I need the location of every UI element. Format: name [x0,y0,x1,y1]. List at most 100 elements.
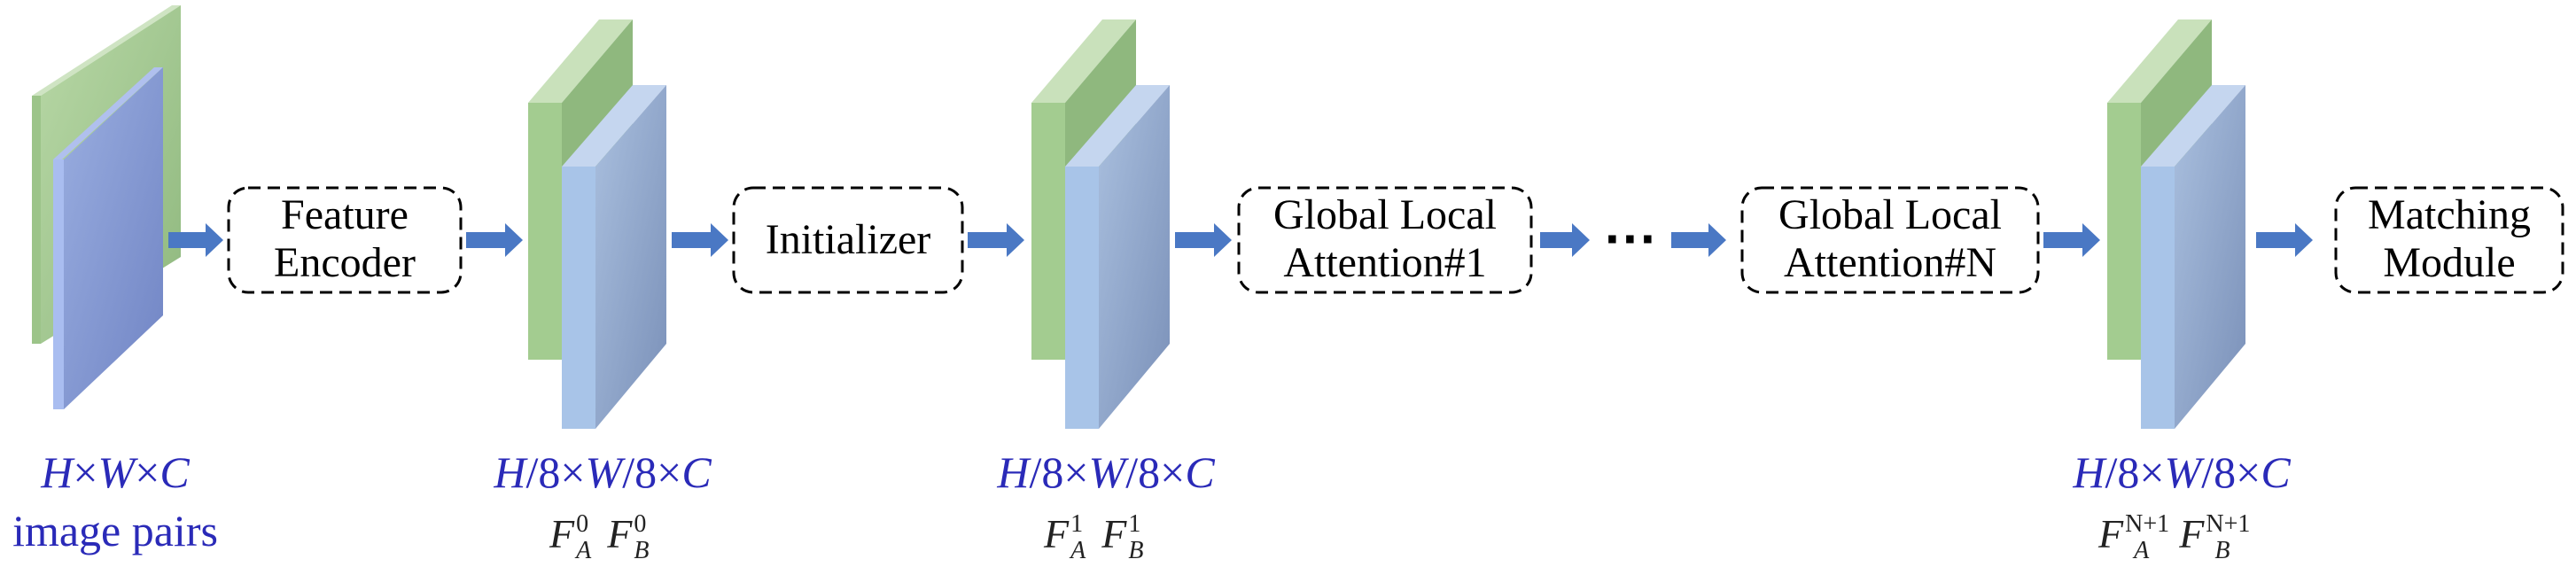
arrow-9 [2256,223,2313,257]
feature-encoder-label-1: Feature [281,191,409,238]
f1-dim-x2: × [1160,447,1185,497]
input-green-front [32,96,41,344]
fn-dim-div1: / [2105,447,2117,497]
input-blue-front [53,159,64,409]
feature-encoder-box: Feature Encoder [227,186,463,294]
fn-fa-sub: A [2132,537,2150,564]
gla-n-label-1: Global Local [1778,191,2002,238]
arrow-3 [672,223,728,257]
f0-blue-front [562,167,595,429]
gla-n-label-2: Attention#N [1784,239,1996,286]
fn-green-front [2107,103,2141,360]
f0-stack [528,19,666,429]
f0-dim-c: C [681,447,712,497]
fn-fa-sup: N+1 [2125,510,2169,538]
initializer-label: Initializer [766,216,931,263]
input-dim-label: H×W×C [40,447,190,497]
fn-stack [2107,19,2245,429]
fn-dim-x2: × [2236,447,2261,497]
input-caption: image pairs [12,506,218,555]
fn-fb-sub: B [2214,537,2230,564]
f1-fa-sub: A [1069,537,1086,564]
matching-label-1: Matching [2368,191,2531,238]
f1-dim-div2: / [1125,447,1138,497]
arrow-2 [466,223,523,257]
input-dim-x1: × [73,447,97,497]
ellipsis: ··· [1605,209,1658,268]
f0-dim-h: H [493,447,528,497]
f1-dim-div1: / [1029,447,1041,497]
f1-fa-sup: 1 [1070,510,1083,538]
f0-dim-x1: × [560,447,585,497]
input-dim-h: H [40,447,75,497]
arrow-5 [1175,223,1232,257]
f1-green-top [1031,19,1136,103]
fn-dim-x1: × [2139,447,2164,497]
f0-fb-sub: B [634,537,649,564]
fn-dim-div2: / [2201,447,2214,497]
f1-green-front [1031,103,1065,360]
f0-green-top [528,19,633,103]
fn-blue-top [2141,85,2245,167]
input-green-top [32,5,181,96]
fn-dim-label: H/8×W/8×C [2072,447,2291,497]
matching-label-2: Module [2383,239,2515,286]
fn-blue-front [2141,167,2175,429]
fn-blue-side [2175,85,2245,429]
f1-dim-w: W [1089,447,1130,497]
f1-fb-sup: 1 [1128,510,1140,538]
input-dim-c: C [160,447,190,497]
f1-dim-h: H [996,447,1031,497]
matching-module-box: Matching Module [2334,186,2564,294]
f0-dim-n1: 8 [538,447,560,497]
gla-1-box: Global Local Attention#1 [1237,186,1533,294]
f1-stack [1031,19,1170,429]
arrow-6 [1540,223,1590,257]
f1-blue-front [1065,167,1099,429]
fn-dim-n1: 8 [2117,447,2139,497]
f1-dim-x1: × [1063,447,1088,497]
f0-dim-x2: × [657,447,681,497]
f0-fa-sub: A [574,537,592,564]
initializer-box: Initializer [732,186,964,294]
arrow-7 [1671,223,1726,257]
f0-dim-w: W [586,447,626,497]
input-blue-top [53,67,163,159]
f1-blue-side [1099,85,1170,429]
f0-dim-n2: 8 [634,447,657,497]
f0-green-front [528,103,562,360]
fn-dim-c: C [2261,447,2291,497]
f0-dim-label: H/8×W/8×C [493,447,712,497]
gla-1-label-2: Attention#1 [1283,239,1486,286]
f0-blue-top [562,85,666,167]
f0-blue-side [595,85,666,429]
f1-dim-n1: 8 [1041,447,1063,497]
input-blue-side [64,67,163,409]
f0-fb-sup: 0 [634,510,646,538]
f1-fa: F [1043,511,1070,556]
arrow-4 [968,223,1024,257]
fn-fb: F [2178,511,2205,556]
f1-dim-n2: 8 [1138,447,1160,497]
gla-n-box: Global Local Attention#N [1740,186,2040,294]
f0-fb: F [606,511,633,556]
f0-fa: F [549,511,575,556]
input-stack [32,5,181,409]
input-dims: H×W×C image pairs [12,447,218,555]
input-dim-w: W [98,447,139,497]
f1-dim-c: C [1185,447,1215,497]
gla-1-label-1: Global Local [1273,191,1497,238]
fn-dim-h: H [2072,447,2107,497]
f1-fb-sub: B [1128,537,1143,564]
arrow-1 [168,223,223,257]
fn-fa: F [2097,511,2124,556]
f1-fb: F [1101,511,1127,556]
input-dim-x2: × [135,447,160,497]
